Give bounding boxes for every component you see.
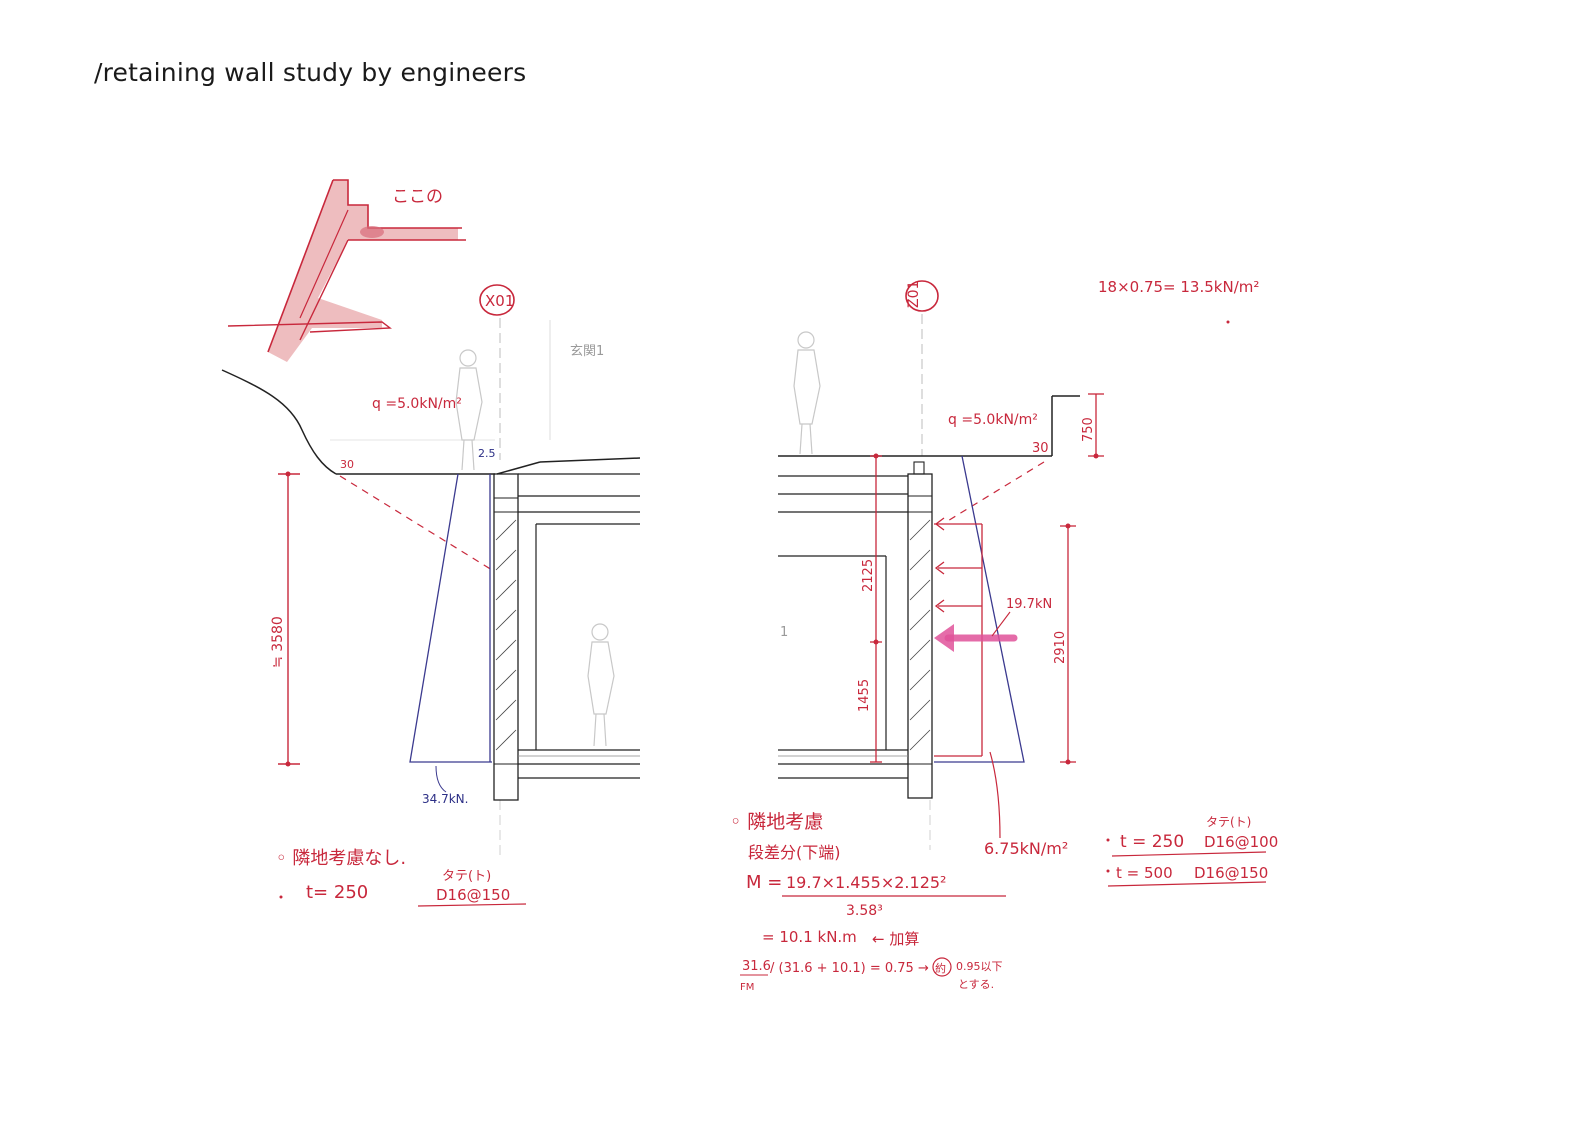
dim-2125: 2125 <box>861 559 876 592</box>
thickness-right-2: t = 500 <box>1116 864 1173 882</box>
room-label-right: 1 <box>780 625 788 640</box>
ratio-circle: 約 <box>935 961 946 975</box>
ratio-den-label: FM <box>740 982 754 993</box>
grid-bubble-x01 <box>479 284 515 316</box>
left-section: ここの X01 玄関1 q =5.0kN/m² 2.5 30 34.7kN <box>221 179 641 907</box>
ratio-num: 31.6 <box>742 959 771 974</box>
right-section: Z01 18×0.75= 13.5kN/m² q =5.0kN/m² 30 75… <box>730 278 1278 993</box>
moment-den: 3.58³ <box>846 903 883 919</box>
dimension-inner <box>870 455 882 763</box>
terrain-line <box>221 369 337 475</box>
dim-small-left: 2.5 <box>478 447 496 460</box>
rebar-left: D16@150 <box>436 886 510 904</box>
building-wall-left <box>493 473 640 801</box>
ratio-tail2: とする. <box>958 978 994 991</box>
grid-label-x01: X01 <box>485 292 514 310</box>
dim-1455: 1455 <box>857 679 872 712</box>
room-label-left: 玄関1 <box>570 344 604 359</box>
moment-num: 19.7×1.455×2.125² <box>786 873 946 892</box>
force-right: 19.7kN <box>1006 597 1052 612</box>
person-figure-right <box>793 331 821 455</box>
page-title: /retaining wall study by engineers <box>94 58 527 87</box>
soil-calc: 18×0.75= 13.5kN/m² <box>1098 278 1259 296</box>
dim-height-left: ≒ 3580 <box>270 616 286 668</box>
ratio-expr: / (31.6 + 10.1) = 0.75 → <box>770 961 929 976</box>
pressure-right: 6.75kN/m² <box>984 839 1068 858</box>
note-step: 段差分(下端) <box>748 843 841 862</box>
slope-angle-right: 30 <box>1032 441 1049 456</box>
moment-result: = 10.1 kN.m <box>762 928 857 946</box>
note-no-neighbor: ◦ 隣地考慮なし. <box>276 848 406 869</box>
pressure-diagram-right <box>934 455 1025 763</box>
force-left: 34.7kN. <box>422 792 468 806</box>
grid-label-z01: Z01 <box>906 281 922 308</box>
thickness-left: t= 250 <box>306 882 368 903</box>
building-wall-right <box>778 461 933 799</box>
rebar-label-left: タテ(ト) <box>442 869 491 884</box>
pressure-diagram-left <box>409 473 492 763</box>
moment-lhs: M = <box>746 872 782 893</box>
note-here: ここの <box>392 187 443 207</box>
surcharge-left: q =5.0kN/m² <box>372 396 462 412</box>
slope-angle-left: 30 <box>340 458 354 471</box>
ratio-tail: 0.95以下 <box>956 960 1003 973</box>
rebar-label-right: タテ(ト) <box>1206 815 1251 829</box>
thickness-right-1: t = 250 <box>1120 832 1184 852</box>
detail-sketch <box>227 179 466 362</box>
surcharge-right: q =5.0kN/m² <box>948 412 1038 428</box>
dim-2910: 2910 <box>1053 631 1068 664</box>
grid-bubble-z01 <box>905 280 939 312</box>
person-figure <box>455 349 483 471</box>
slope-line-right <box>945 461 1045 523</box>
resultant-arrow <box>934 624 1018 652</box>
person-figure-lower <box>587 623 615 747</box>
rebar-right-1: D16@100 <box>1204 833 1278 851</box>
moment-add: ← 加算 <box>872 930 919 948</box>
dim-750: 750 <box>1081 417 1096 442</box>
slope-line-left <box>339 475 493 571</box>
note-neighbor: ◦ 隣地考慮 <box>730 811 823 833</box>
rebar-right-2: D16@150 <box>1194 864 1268 882</box>
